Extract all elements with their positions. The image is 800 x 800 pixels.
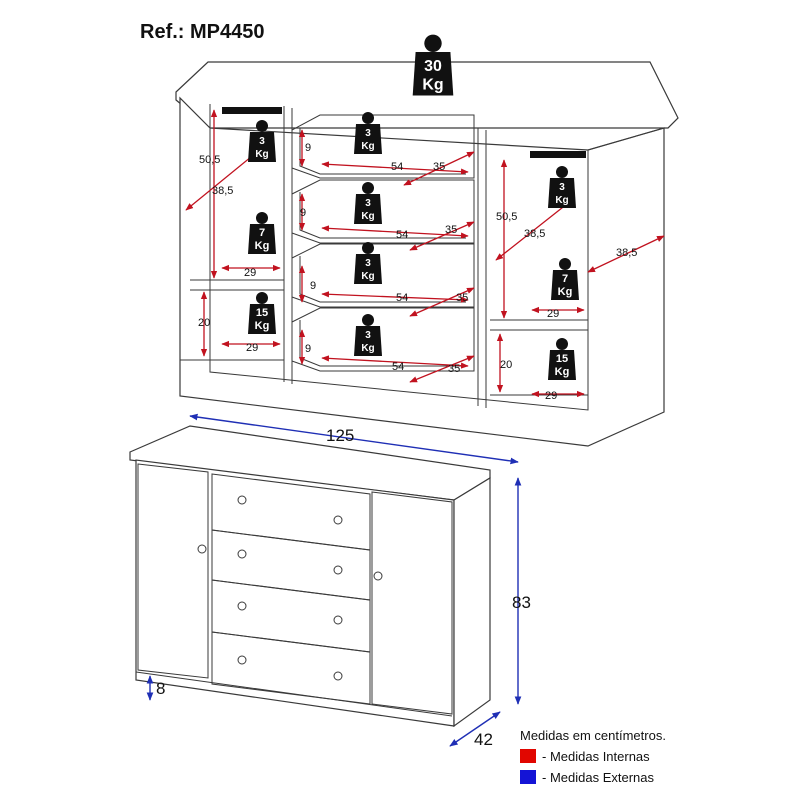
depth-label: 42 [474, 730, 493, 749]
svg-text:7: 7 [259, 227, 265, 239]
legend-internal-swatch [520, 749, 536, 763]
left-shelf [190, 279, 285, 291]
left-bottom-weight-icon: 15 Kg [248, 292, 276, 334]
svg-text:3: 3 [559, 182, 565, 193]
svg-text:Kg: Kg [361, 141, 374, 152]
right-shelf [490, 319, 589, 331]
svg-text:Kg: Kg [422, 77, 443, 94]
drawer3-depth-label: 35 [456, 292, 468, 304]
svg-text:30: 30 [424, 58, 442, 75]
right-bottom-weight-icon: 15 Kg [548, 338, 576, 380]
svg-text:Kg: Kg [255, 240, 270, 252]
drawer1-height-label: 9 [305, 142, 311, 154]
svg-text:3: 3 [365, 258, 371, 269]
weight-icons: 30 Kg 3 Kg 7 Kg 15 Kg 3 Kg 3 Kg [248, 34, 579, 380]
svg-text:Kg: Kg [555, 195, 568, 206]
drawer2-height-label: 9 [300, 207, 306, 219]
svg-text:15: 15 [256, 307, 268, 319]
right-lower-width-label: 29 [545, 390, 557, 402]
left-hanging-rail [222, 107, 282, 114]
left-lower-height-label: 20 [198, 317, 210, 329]
svg-text:Kg: Kg [255, 320, 270, 332]
svg-text:Kg: Kg [555, 366, 570, 378]
drawer2-weight-icon: 3 Kg [354, 182, 382, 224]
left-rail-weight-icon: 3 Kg [248, 120, 276, 162]
drawer3-width-label: 54 [396, 292, 408, 304]
closed-drawer-4 [211, 631, 371, 705]
right-depth-label: 38,5 [524, 228, 545, 240]
svg-text:Kg: Kg [361, 211, 374, 222]
drawer1-width-label: 54 [391, 161, 403, 173]
internal-dimension-lines [185, 109, 665, 398]
svg-text:3: 3 [365, 128, 371, 139]
right-outer-depth-label: 38,5 [616, 247, 637, 259]
svg-text:Kg: Kg [255, 149, 268, 160]
left-shelf-width-label: 29 [244, 267, 256, 279]
right-lower-height-label: 20 [500, 359, 512, 371]
right-shelf-weight-icon: 7 Kg [551, 258, 579, 300]
svg-text:3: 3 [365, 330, 371, 341]
drawer4-width-label: 54 [392, 361, 404, 373]
drawer1-depth-label: 35 [433, 161, 445, 173]
width-label: 125 [326, 426, 354, 445]
left-lower-width-label: 29 [246, 342, 258, 354]
external-dimension-labels: 125 83 42 8 [156, 426, 531, 749]
svg-text:3: 3 [365, 198, 371, 209]
left-depth-label: 38,5 [212, 185, 233, 197]
legend-external-swatch [520, 770, 536, 784]
svg-text:Kg: Kg [361, 271, 374, 282]
left-height-label: 50,5 [199, 154, 220, 166]
drawer2-width-label: 54 [396, 229, 408, 241]
product-reference: Ref.: MP4450 [140, 21, 265, 43]
drawer1-weight-icon: 3 Kg [354, 112, 382, 154]
drawer4-height-label: 9 [305, 343, 311, 355]
svg-text:3: 3 [259, 136, 265, 147]
drawer3-height-label: 9 [310, 280, 316, 292]
right-shelf-width-label: 29 [547, 308, 559, 320]
closed-view [129, 425, 491, 728]
legend-external-label: - Medidas Externas [542, 770, 654, 785]
drawer3-weight-icon: 3 Kg [354, 242, 382, 284]
left-shelf-weight-icon: 7 Kg [248, 212, 276, 254]
feet-height-label: 8 [156, 679, 165, 698]
svg-text:Kg: Kg [558, 286, 573, 298]
right-height-label: 50,5 [496, 211, 517, 223]
internal-dimension-labels: 50,5 38,5 29 20 29 9 54 35 9 54 35 9 54 … [198, 142, 637, 402]
top-weight-icon: 30 Kg [412, 34, 454, 96]
height-label: 83 [512, 593, 531, 612]
left-door-knob [197, 544, 207, 554]
right-door-knob [373, 571, 383, 581]
svg-text:7: 7 [562, 273, 568, 285]
drawer4-depth-label: 35 [448, 363, 460, 375]
drawer4-weight-icon: 3 Kg [354, 314, 382, 356]
external-dimension-lines [146, 413, 522, 747]
right-rail-weight-icon: 3 Kg [548, 166, 576, 208]
closed-side [453, 476, 491, 728]
svg-text:Kg: Kg [361, 343, 374, 354]
legend: Medidas em centímetros. - Medidas Intern… [520, 728, 666, 785]
left-door [137, 463, 209, 679]
closed-front [135, 459, 455, 727]
legend-note: Medidas em centímetros. [520, 728, 666, 743]
svg-text:15: 15 [556, 353, 568, 365]
drawer2-depth-label: 35 [445, 224, 457, 236]
legend-internal-label: - Medidas Internas [542, 749, 650, 764]
right-hanging-rail [530, 151, 586, 158]
